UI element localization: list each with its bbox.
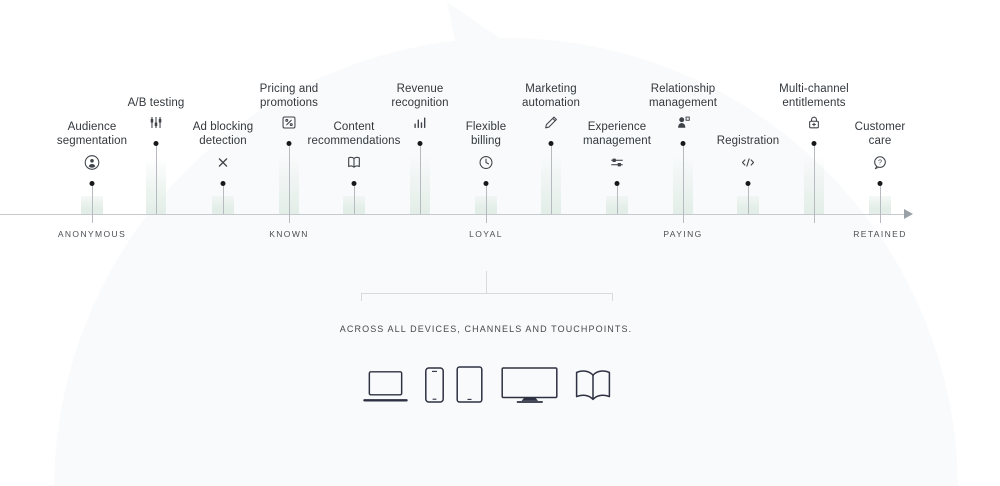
journey-item-a-b-testing: A/B testing (96, 0, 216, 214)
device-icons-row (362, 362, 616, 403)
ad-blocking-icon (215, 154, 232, 171)
stem-line (879, 183, 881, 223)
timeline-dot (89, 181, 95, 186)
registration-icon (740, 154, 757, 171)
stem-line (485, 183, 487, 223)
timeline-dot (351, 181, 357, 186)
timeline-dot (614, 181, 620, 186)
stem-line (747, 183, 749, 214)
experience-management-icon (609, 154, 626, 171)
laptop-icon (362, 370, 409, 403)
timeline-dot (417, 141, 423, 146)
marketing-automation-icon (543, 114, 560, 131)
stem-line (353, 183, 355, 214)
relationship-management-icon (675, 114, 692, 131)
stem-line (419, 143, 421, 214)
bracket (361, 293, 613, 301)
tv-icon (501, 367, 558, 403)
audience-segmentation-icon (84, 154, 101, 171)
stage-label-anonymous: ANONYMOUS (57, 229, 127, 239)
timeline-dot (153, 141, 159, 146)
pricing-promotions-icon (281, 114, 298, 131)
ab-testing-icon (148, 114, 165, 131)
stem-line (616, 183, 618, 214)
stem-line (288, 143, 290, 223)
stem-line (813, 143, 815, 223)
timeline-dot (811, 141, 817, 146)
multi-channel-entitlements-icon (806, 114, 823, 131)
timeline-dot (548, 141, 554, 146)
customer-care-icon: ? (872, 154, 889, 171)
tablet-icon (456, 366, 483, 403)
revenue-recognition-icon (412, 114, 429, 131)
stem-line (155, 143, 157, 214)
stem-line (550, 143, 552, 214)
timeline-dot (680, 141, 686, 146)
timeline-dot (220, 181, 226, 186)
svg-text:?: ? (878, 158, 882, 167)
smartphone-icon (424, 367, 445, 403)
timeline-dot (745, 181, 751, 186)
timeline-dot (877, 181, 883, 186)
stem-line (222, 183, 224, 214)
stage-label-known: KNOWN (269, 229, 309, 239)
flexible-billing-icon (478, 154, 495, 171)
stage-label-loyal: LOYAL (469, 229, 503, 239)
stem-line (91, 183, 93, 223)
background-circle-shape (54, 38, 958, 486)
timeline-arrow-icon (904, 209, 913, 219)
journey-item-label: Registration (716, 134, 780, 147)
timeline-axis (0, 214, 906, 215)
timeline-dot (286, 141, 292, 146)
stage-label-retained: RETAINED (853, 229, 907, 239)
stem-line (682, 143, 684, 223)
journey-item-label: A/B testing (127, 96, 185, 109)
magazine-icon (572, 367, 614, 403)
bracket-connector-line (486, 271, 487, 293)
timeline-dot (483, 181, 489, 186)
stage-label-paying: PAYING (663, 229, 703, 239)
devices-caption: ACROSS ALL DEVICES, CHANNELS AND TOUCHPO… (339, 324, 633, 334)
content-recommendations-icon (346, 154, 363, 171)
journey-item-registration: Registration (688, 0, 808, 214)
